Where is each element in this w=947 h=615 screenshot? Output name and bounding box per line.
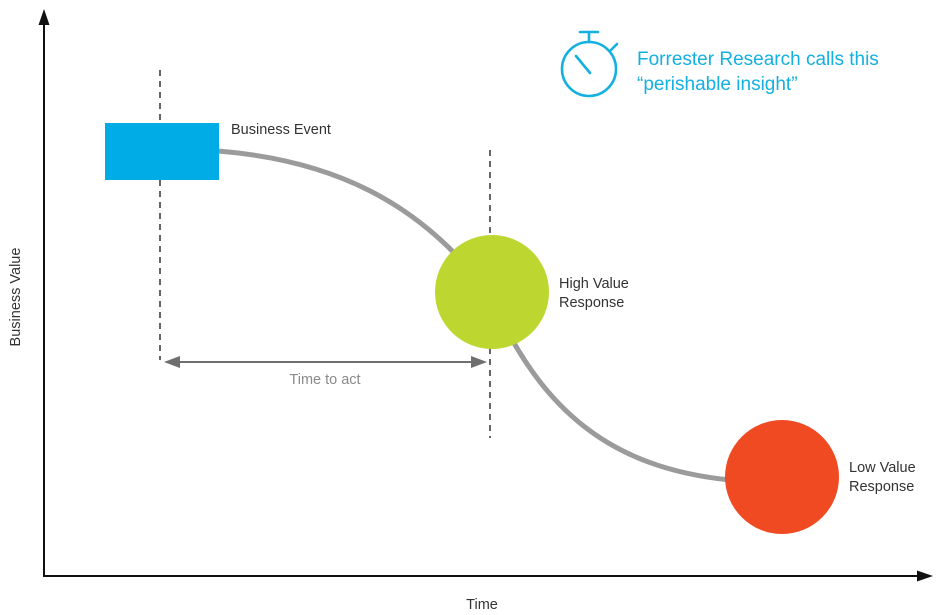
- business-event-label: Business Event: [231, 122, 331, 138]
- high-value-response-circle: [435, 235, 549, 349]
- time-to-act-arrowhead-right: [471, 356, 487, 368]
- perishable-insight-callout: Forrester Research calls this “perishabl…: [637, 49, 884, 95]
- high-value-label-line1: High Value: [559, 276, 629, 292]
- high-value-response-label: High Value Response: [559, 276, 633, 311]
- time-to-act-arrow: [164, 356, 487, 368]
- x-axis-label: Time: [466, 597, 498, 613]
- stopwatch-icon: [560, 30, 619, 98]
- business-event-block: [105, 123, 219, 180]
- y-axis-arrowhead: [38, 9, 50, 25]
- high-value-label-line2: Response: [559, 295, 624, 311]
- callout-line1: Forrester Research calls this: [637, 49, 879, 70]
- time-to-act-label: Time to act: [289, 372, 360, 388]
- callout-line2: “perishable insight”: [637, 74, 798, 95]
- axes: [38, 9, 933, 582]
- low-value-response-label: Low Value Response: [849, 460, 920, 495]
- x-axis-arrowhead: [917, 570, 933, 582]
- time-to-act-arrowhead-left: [164, 356, 180, 368]
- low-value-label-line2: Response: [849, 479, 914, 495]
- low-value-response-circle: [725, 420, 839, 534]
- y-axis-label: Business Value: [8, 248, 24, 347]
- low-value-label-line1: Low Value: [849, 460, 916, 476]
